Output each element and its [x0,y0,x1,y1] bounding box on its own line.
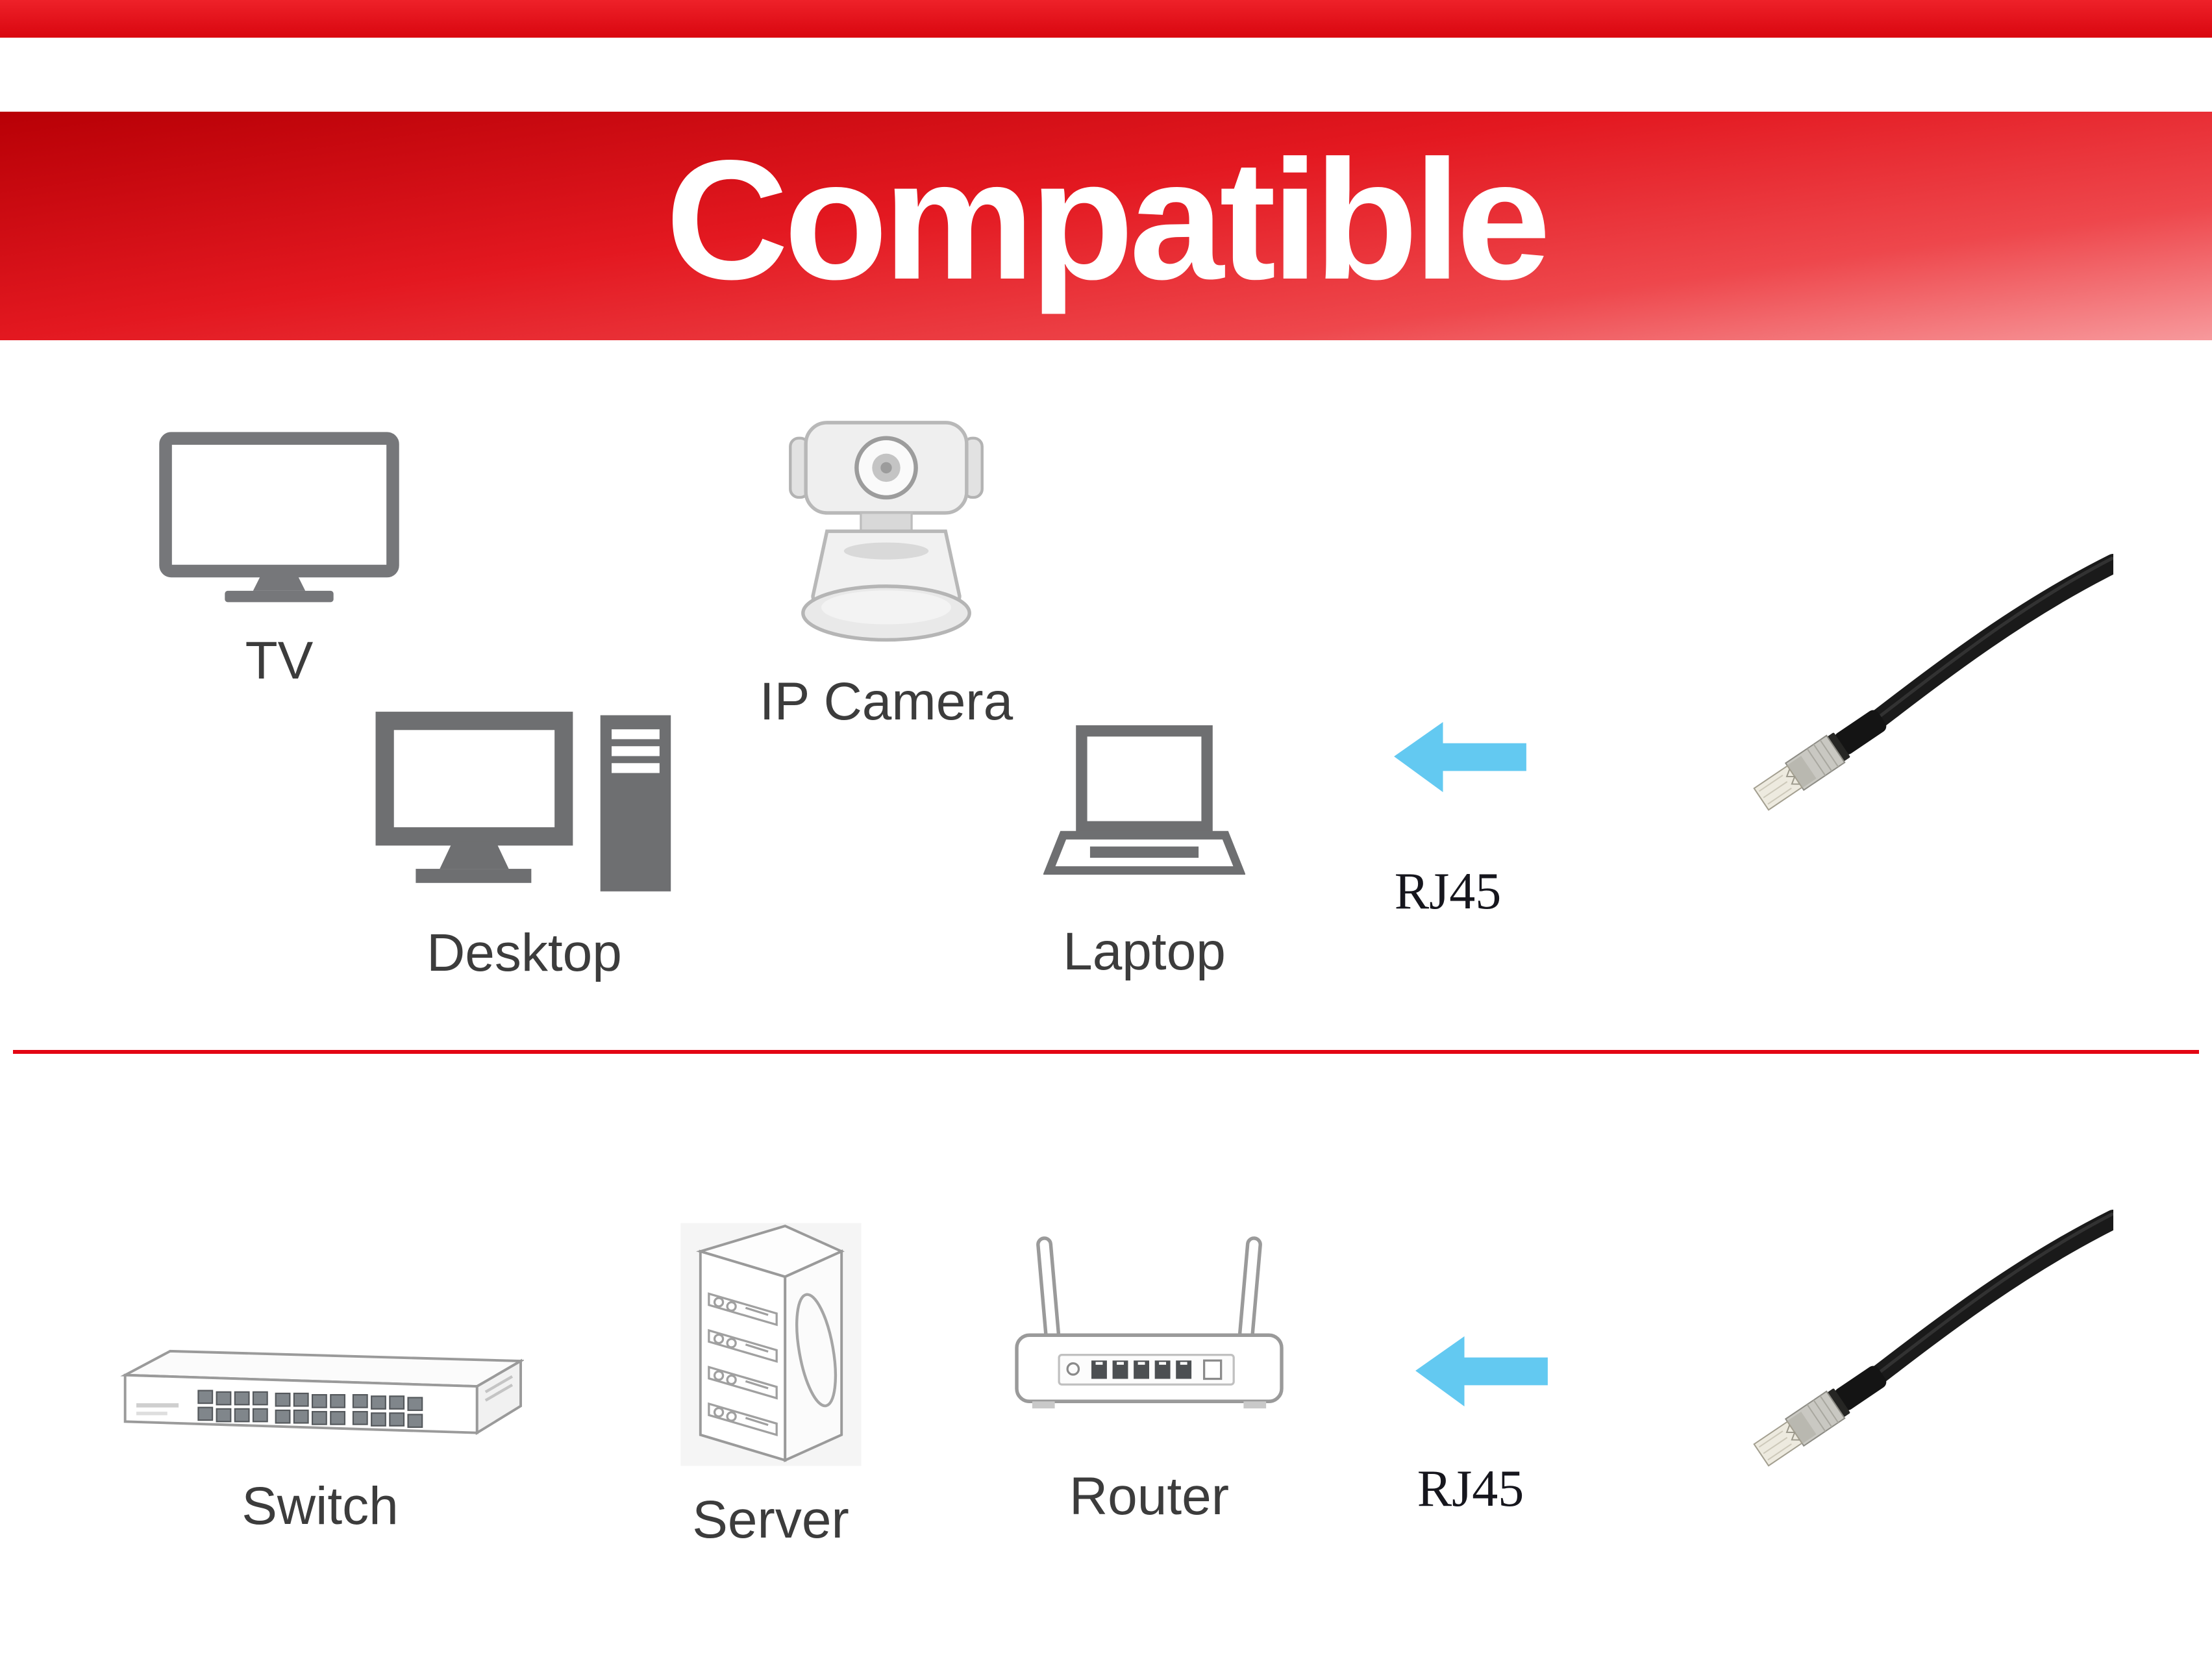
switch-icon [116,1310,525,1447]
rj45-label-bottom: RJ45 [1417,1460,1524,1517]
left-arrow-icon-bottom [1415,1336,1548,1410]
ethernet-cable-image-top [1659,532,2113,870]
switch-label: Switch [242,1477,399,1536]
title-banner: Compatible [0,112,2212,340]
section-divider [13,1050,2199,1054]
device-server: Server [677,1209,865,1549]
ethernet-cable-image-bottom [1659,1188,2113,1526]
desktop-label: Desktop [427,923,622,982]
router-icon [1012,1234,1286,1444]
server-label: Server [692,1490,849,1549]
top-red-strip [0,0,2212,38]
device-ip-camera: IP Camera [760,416,1013,731]
laptop-label: Laptop [1063,922,1226,981]
device-desktop: Desktop [373,711,675,982]
server-icon [678,1209,864,1480]
device-laptop: Laptop [1042,725,1247,981]
rj45-label-top: RJ45 [1394,863,1502,920]
router-label: Router [1069,1467,1230,1526]
laptop-icon [1043,725,1246,902]
device-switch: Switch [116,1310,525,1536]
tv-icon [157,430,401,610]
left-arrow-icon-top [1394,722,1526,795]
ip-camera-icon [782,416,991,656]
device-tv: TV [156,430,403,690]
desktop-icon [375,711,674,904]
page-title: Compatible [665,125,1551,315]
device-router: Router [1012,1234,1287,1526]
ip-camera-label: IP Camera [759,672,1013,731]
tv-label: TV [245,631,314,690]
